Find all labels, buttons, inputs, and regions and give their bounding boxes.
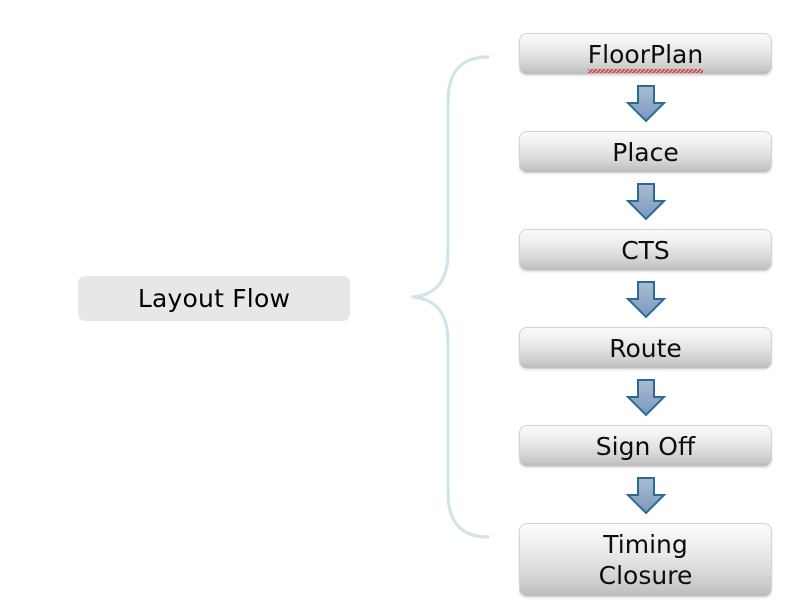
down-arrow-icon xyxy=(625,378,666,416)
down-arrow-icon xyxy=(625,182,666,220)
down-arrow-icon xyxy=(625,84,666,122)
stage-box-timing-closure[interactable]: Timing Closure xyxy=(519,523,772,597)
flow-arrow-5 xyxy=(519,467,772,523)
stage-label-floorplan: FloorPlan xyxy=(587,39,704,73)
flow-arrow-3 xyxy=(519,271,772,327)
curly-brace-icon xyxy=(411,55,490,539)
down-arrow-icon xyxy=(625,476,666,514)
stage-box-sign-off[interactable]: Sign Off xyxy=(519,425,772,467)
root-node-layout-flow[interactable]: Layout Flow xyxy=(78,276,350,321)
flow-arrow-2 xyxy=(519,173,772,229)
flow-arrow-1 xyxy=(519,75,772,131)
stage-label-place: Place xyxy=(612,137,679,167)
stage-label-timing-closure: Timing Closure xyxy=(598,530,693,590)
stage-box-route[interactable]: Route xyxy=(519,327,772,369)
curly-brace-connector xyxy=(360,40,505,560)
down-arrow-icon xyxy=(625,280,666,318)
stage-box-place[interactable]: Place xyxy=(519,131,772,173)
stage-box-floorplan[interactable]: FloorPlan xyxy=(519,33,772,75)
stage-label-route: Route xyxy=(609,333,682,363)
stage-box-cts[interactable]: CTS xyxy=(519,229,772,271)
stage-label-sign-off: Sign Off xyxy=(595,431,696,461)
flow-arrow-4 xyxy=(519,369,772,425)
stage-column: FloorPlan Place xyxy=(519,33,772,597)
stage-label-cts: CTS xyxy=(621,235,670,265)
root-node-label: Layout Flow xyxy=(137,284,291,313)
